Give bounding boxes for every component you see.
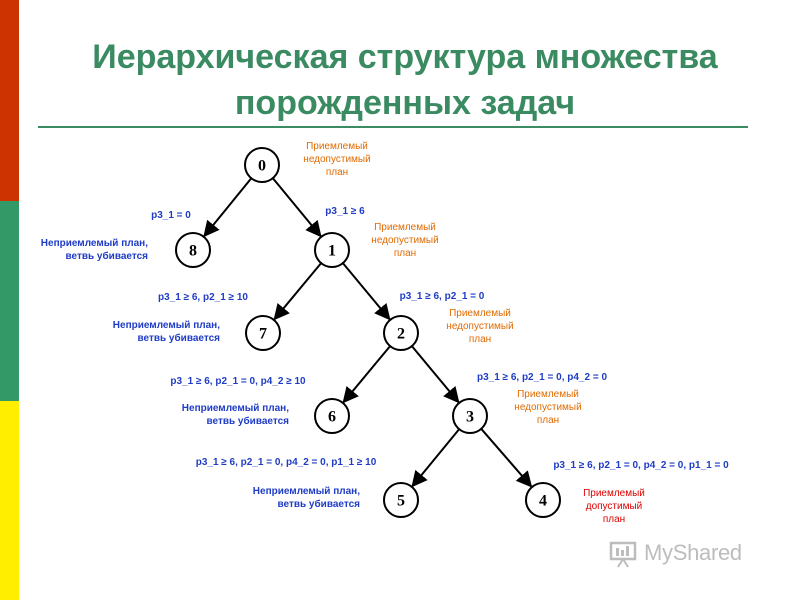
node-label-1: 1 (328, 243, 336, 260)
watermark: MyShared (608, 538, 778, 570)
node-status-0-line-1: Приемлемый (306, 141, 368, 152)
node-circle-0 (244, 147, 280, 183)
node-label-8: 8 (189, 243, 197, 260)
edge-condition-1-to-7: p3_1 ≥ 6, p2_1 ≥ 10 (158, 292, 248, 303)
edge-condition-2-to-6: p3_1 ≥ 6, p2_1 = 0, p4_2 ≥ 10 (170, 376, 306, 387)
node-circle-6 (314, 398, 350, 434)
node-status-7-line-1: Неприемлемый план, (113, 320, 220, 331)
sidebar-color-strip (0, 0, 19, 600)
node-status-5-line-1: Неприемлемый план, (253, 486, 360, 497)
edge-condition-1-to-2: p3_1 ≥ 6, p2_1 = 0 (400, 291, 485, 302)
node-label-3: 3 (466, 409, 474, 426)
node-status-7-line-2: ветвь убивается (138, 332, 221, 344)
tree-node-0: 0 (244, 147, 280, 183)
node-label-5: 5 (397, 493, 405, 510)
edge-3-to-4 (480, 428, 533, 488)
tree-node-4: 4 (525, 482, 561, 518)
edge-condition-3-to-4: p3_1 ≥ 6, p2_1 = 0, p4_2 = 0, p1_1 = 0 (553, 460, 729, 471)
tree-node-7: 7 (245, 315, 281, 351)
node-circle-2 (383, 315, 419, 351)
node-status-8-line-1: Неприемлемый план, (41, 238, 148, 249)
edge-condition-3-to-5: p3_1 ≥ 6, p2_1 = 0, p4_2 = 0, p1_1 ≥ 10 (196, 457, 377, 468)
edge-condition-0-to-1: p3_1 ≥ 6 (325, 206, 365, 217)
node-circle-1 (314, 232, 350, 268)
tree-node-5: 5 (383, 482, 419, 518)
node-circle-7 (245, 315, 281, 351)
node-circle-4 (525, 482, 561, 518)
node-label-4: 4 (539, 493, 547, 510)
node-circle-5 (383, 482, 419, 518)
tree-node-8: 8 (175, 232, 211, 268)
presentation-icon (609, 541, 637, 568)
tree-node-6: 6 (314, 398, 350, 434)
node-label-6: 6 (328, 409, 336, 426)
node-circle-3 (452, 398, 488, 434)
edge-1-to-7 (273, 262, 322, 321)
node-label-0: 0 (258, 158, 266, 175)
node-status-6-line-2: ветвь убивается (207, 415, 290, 427)
node-status-4-line-1: Приемлемый (583, 488, 645, 499)
title-underline (38, 126, 748, 128)
edge-0-to-1 (272, 177, 322, 238)
tree-node-2: 2 (383, 315, 419, 351)
node-status-2-line-2: недопустимый (446, 321, 513, 332)
node-status-0-line-3: план (326, 167, 348, 178)
watermark-text: MyShared (644, 540, 742, 565)
edge-condition-2-to-3: p3_1 ≥ 6, p2_1 = 0, p4_2 = 0 (477, 372, 607, 383)
edge-2-to-3 (411, 345, 460, 404)
node-status-3-line-2: недопустимый (514, 402, 581, 413)
sidebar-red-segment (0, 0, 19, 201)
slide-title: Иерархическая структура множества порожд… (30, 34, 780, 126)
node-status-3-line-3: план (537, 415, 559, 426)
edge-1-to-2 (342, 262, 391, 321)
edge-3-to-5 (411, 428, 460, 488)
node-status-3-line-1: Приемлемый (517, 389, 579, 400)
node-label-2: 2 (397, 326, 405, 343)
node-status-1-line-3: план (394, 248, 416, 259)
node-status-0-line-2: недопустимый (303, 154, 370, 165)
slide-title-line1: Иерархическая структура множества (92, 38, 718, 76)
tree-node-3: 3 (452, 398, 488, 434)
edge-2-to-6 (342, 345, 391, 404)
node-status-4-line-3: план (603, 514, 625, 525)
node-status-5-line-2: ветвь убивается (278, 498, 361, 510)
slide-title-line2: порожденных задач (234, 84, 576, 122)
sidebar-yellow-segment (0, 401, 19, 600)
node-status-2-line-3: план (469, 334, 491, 345)
node-status-2-line-1: Приемлемый (449, 308, 511, 319)
node-status-8-line-2: ветвь убивается (66, 250, 149, 262)
node-label-7: 7 (259, 326, 267, 343)
node-circle-8 (175, 232, 211, 268)
node-status-1-line-2: недопустимый (371, 235, 438, 246)
edge-condition-0-to-8: p3_1 = 0 (151, 210, 191, 221)
sidebar-green-segment (0, 201, 19, 401)
edge-0-to-8 (203, 177, 253, 238)
node-status-1-line-1: Приемлемый (374, 222, 436, 233)
node-status-6-line-1: Неприемлемый план, (182, 403, 289, 414)
tree-node-1: 1 (314, 232, 350, 268)
node-status-4-line-2: допустимый (586, 501, 643, 512)
